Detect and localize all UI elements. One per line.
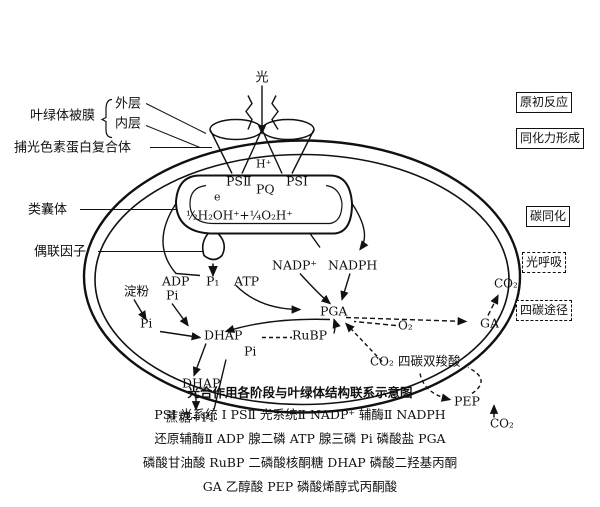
o2-label: O₂ [398, 319, 413, 333]
stage-primary-reaction: 原初反应 [516, 92, 573, 113]
legend-line-4: GA 乙醇酸 PEP 磷酸烯醇式丙酮酸 [202, 479, 398, 494]
co2-c4-label: CO₂ [370, 355, 394, 369]
legend-line-1: PSI 光系统 Ⅰ PSⅡ 光系统Ⅱ NADP⁺ 辅酶Ⅱ NADPH [154, 407, 446, 422]
pi-dhap-label: Pi [244, 344, 256, 359]
co2-bottom-label: CO₂ [490, 417, 514, 431]
co2-right-label: CO₂ [494, 277, 518, 291]
ps2-label: PSⅡ [226, 174, 251, 189]
pi-inner-label: Pi [166, 288, 178, 303]
atp-label: ATP [233, 274, 259, 289]
e-label: e [214, 191, 221, 204]
dicarboxylic-acid-label: 四碳双羧酸 [398, 354, 461, 369]
pi-outer-label: Pi [140, 316, 152, 331]
dhap-label: DHAP [204, 328, 242, 343]
outer-membrane [82, 139, 522, 414]
sucrose-pi-label: 蔗糖+Pi [166, 410, 214, 425]
h-plus-top: H⁺ [256, 158, 272, 171]
pga-label: PGA [320, 304, 348, 319]
water-split-label: ½H₂OH⁺+¼O₂H⁺ [186, 209, 293, 223]
nadp-label: NADP⁺ [272, 258, 317, 273]
p1-label: P₁ [206, 274, 219, 289]
light-harvesting-label: 捕光色素蛋白复合体 [14, 140, 131, 156]
legend-line-3: 磷酸甘油酸 RuBP 二磷酸核酮糖 DHAP 磷酸二羟基丙酮 [142, 455, 458, 470]
legend-line-2: 还原辅酶Ⅱ ADP 腺二磷 ATP 腺三磷 Pi 磷酸盐 PGA [154, 431, 446, 446]
starch-label: 淀粉 [124, 284, 150, 299]
coupling-factor [201, 232, 226, 278]
thylakoid-membrane [174, 174, 354, 235]
inner-layer-label: 内层 [115, 116, 141, 132]
dhap-outer-label: DHAP [182, 376, 220, 391]
stage-photorespiration: 光呼吸 [522, 252, 567, 273]
adp-label: ADP [161, 274, 189, 289]
pq-label: PQ [256, 182, 275, 197]
outer-layer-label: 外层 [115, 97, 141, 112]
stage-assimilation-power: 同化力形成 [516, 128, 585, 149]
stage-c4-pathway: 四碳途径 [516, 300, 573, 321]
nadph-label: NADPH [328, 258, 377, 273]
ps1-label: PSⅠ [286, 174, 308, 189]
light-label: 光 [255, 71, 268, 86]
figure-title: 光合作用各阶段与叶绿体结构联系示意图 [187, 385, 413, 400]
flow-arrows [133, 203, 499, 418]
stage-carbon-assimilation: 碳同化 [526, 206, 571, 227]
rubp-label: RuBP [292, 328, 327, 343]
pep-label: PEP [454, 394, 480, 409]
ga-label: GA [480, 316, 500, 331]
coupling-factor-label: 偶联因子 [34, 245, 86, 260]
thylakoid-label: 类囊体 [28, 202, 67, 218]
envelope-label: 叶绿体被膜 [30, 109, 95, 124]
light-rays [245, 85, 279, 135]
light-harvesting-complex [209, 118, 315, 174]
